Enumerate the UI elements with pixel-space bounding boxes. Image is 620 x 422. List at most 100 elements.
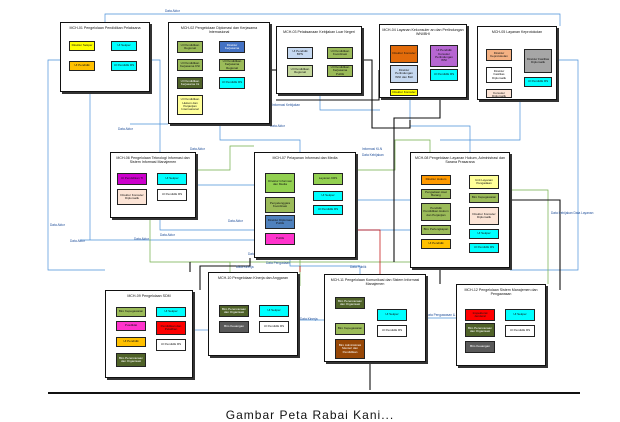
connector-label: Data Kinerja [300, 317, 318, 321]
unit-box: UI Pendidikan TI [117, 173, 147, 185]
unit-box: UI Pendidik RS [259, 321, 289, 333]
unit-box: UI Pendidik RS [313, 205, 343, 215]
connector-label: Data Pengawasan & Anggaran [426, 313, 470, 317]
unit-box: UI Sekper [111, 41, 137, 51]
unit-box: Direktur Fasilitas Diplomatik [524, 49, 552, 73]
connector-label: Data Aktor [118, 127, 134, 131]
connector-label: Data Kinerja [236, 265, 254, 269]
connector-line [199, 258, 251, 290]
module-m03: MCH-03 Pelaksanaan Kebijakan Luar Negeri… [276, 26, 362, 94]
module-title: MCH-06 Pengelolaan Teknologi Informasi d… [116, 156, 190, 165]
connector-label: Data Kebijakan [362, 153, 384, 157]
unit-box: UI Pendidik RS [524, 77, 552, 87]
unit-box: Direktur Kerjasama [219, 41, 245, 53]
connector-label: Data Aktor [50, 223, 66, 227]
figure-caption: Gambar Peta Rabai Kani... [225, 408, 395, 422]
module-title: MCH-02 Pengelolaan Diplomasi dan Kerjasa… [180, 26, 258, 35]
unit-box: UI Pendidikan Kerjasama Regional [219, 59, 245, 71]
unit-box: UI Pendidik RS [430, 69, 458, 81]
connector-label: Data Pengadaan [266, 261, 290, 265]
unit-box: Direktur Hukum [421, 175, 451, 185]
connector-line [149, 218, 410, 263]
module-m02: MCH-02 Pengelolaan Diplomasi dan Kerjasa… [168, 22, 270, 124]
unit-box: Direktur Konsuler [390, 45, 418, 63]
unit-box: Direktur Diplomasi Publik [265, 215, 295, 229]
unit-box: Biro Keuangan [219, 321, 249, 333]
connector-label: Data Aktor [134, 237, 150, 241]
unit-box: Layanan KRS [313, 173, 343, 185]
module-title: MCH-05 Layanan Keprotokolan [491, 30, 543, 34]
unit-box: Direktur Konsuler Diplomatik [117, 189, 147, 205]
unit-box: Direktur Perlindungan WNI dan BHI [390, 65, 418, 83]
unit-box: Biro Kepegawaian [469, 193, 499, 203]
unit-box: Inspektorat Jenderal [465, 309, 495, 321]
module-m04: MCH-04 Layanan Kekonsuler an dan Perlind… [379, 24, 467, 98]
connector-line [190, 261, 231, 272]
connector-line [219, 124, 301, 152]
unit-box: UI Pendidik BPN [287, 47, 313, 59]
connector-label: Data Aktor [270, 124, 286, 128]
unit-box: UI Sekper [156, 307, 186, 317]
unit-box: Biro Perlengkapan [421, 225, 451, 235]
connector-line [196, 145, 254, 171]
unit-box: Direktur Konsuler [390, 89, 418, 96]
connector-line [510, 59, 579, 271]
unit-box: UI Pendidikan Koordinasi [327, 47, 353, 59]
unit-box: Direktur Konsuler Diplomatik [469, 207, 499, 225]
unit-box: UI Pendidikan Kerjasama KSI [177, 59, 203, 71]
connector-label: Data Aktor [160, 233, 176, 237]
unit-box: Direktur Konsuler Diplomatik [486, 89, 512, 98]
connector-label: Informasi KLN [362, 147, 383, 151]
unit-box: Biro Administrasi Menteri dan Pendidikan [335, 339, 365, 359]
unit-box: UI Pendidik RS [219, 77, 245, 89]
connector-line [356, 229, 381, 274]
connector-label: Data Aktor [228, 219, 244, 223]
unit-box: Biro Perencanaan dan Organisasi [335, 297, 365, 309]
unit-box: UI Pendidikan Regional [177, 41, 203, 53]
module-title: MCH-12 Pengelolaan Sistem Manajemen dan … [464, 288, 538, 297]
module-m08: MCH-08 Pengelolaan Layanan Hukum, Admini… [410, 152, 510, 268]
connector-line [440, 100, 521, 141]
connector-label: Data Kebijakan Data Layanan [551, 211, 594, 215]
unit-box: Penyelenggara Koordinasi [265, 197, 295, 213]
module-m06: MCH-06 Pengelolaan Teknologi Informasi d… [110, 152, 196, 218]
connector-label: Data Aktor [70, 239, 86, 243]
unit-box: UI Pendidik RS [377, 325, 407, 337]
connector-line [362, 59, 411, 129]
connector-line [104, 13, 561, 26]
unit-box: UI Pendidik [421, 239, 451, 249]
module-m11: MCH-11 Pengelolaan Komunikasi dan Sistem… [324, 274, 426, 362]
module-m12: MCH-12 Pengelolaan Sistem Manajemen dan … [456, 284, 546, 366]
unit-box: Biro Keuangan [465, 341, 495, 353]
unit-box: UI Pendidikan Hukum dan Perjanjian Inter… [177, 95, 203, 115]
module-title: MCH-03 Pelaksanaan Kebijakan Luar Negeri [283, 30, 355, 34]
module-title: MCH-10 Pengelolaan Kinerja dan Anggaran [218, 276, 288, 280]
unit-box: UI Pendidik RS [111, 61, 137, 71]
unit-box: Direktur Sekper [69, 41, 95, 51]
unit-box: Biro Perencanaan dan Organisasi [465, 323, 495, 337]
unit-box: UI Pendidik RS [156, 339, 186, 351]
caption-rule [48, 392, 580, 394]
connector-line [409, 98, 471, 152]
connector-line [393, 98, 441, 262]
connector-label: Informasi Kebijakan [272, 103, 300, 107]
unit-box: UI Pendidikan Regional [287, 65, 313, 77]
connector-line [47, 59, 105, 271]
unit-box: Publik [265, 233, 295, 245]
unit-box: Biro Perencanaan dan Organisasi [116, 353, 146, 367]
unit-box: UI Sekper [377, 309, 407, 321]
connector-label: Data Publik [350, 265, 367, 269]
module-title: MCH-04 Layanan Kekonsuler an dan Perlind… [382, 28, 464, 37]
connector-label: Data Aktor [190, 147, 206, 151]
unit-box: UI Pendidik RS [505, 325, 535, 337]
unit-box: UI Pendidik [116, 337, 146, 347]
unit-box: Direktur Keprotokolan [486, 49, 512, 61]
unit-box: UI Pendidik Konsuler Perlindungan WNI [430, 45, 458, 67]
unit-box: UI Sekper [469, 229, 499, 239]
unit-box: Pendidikan dan Pelatihan [156, 321, 186, 335]
